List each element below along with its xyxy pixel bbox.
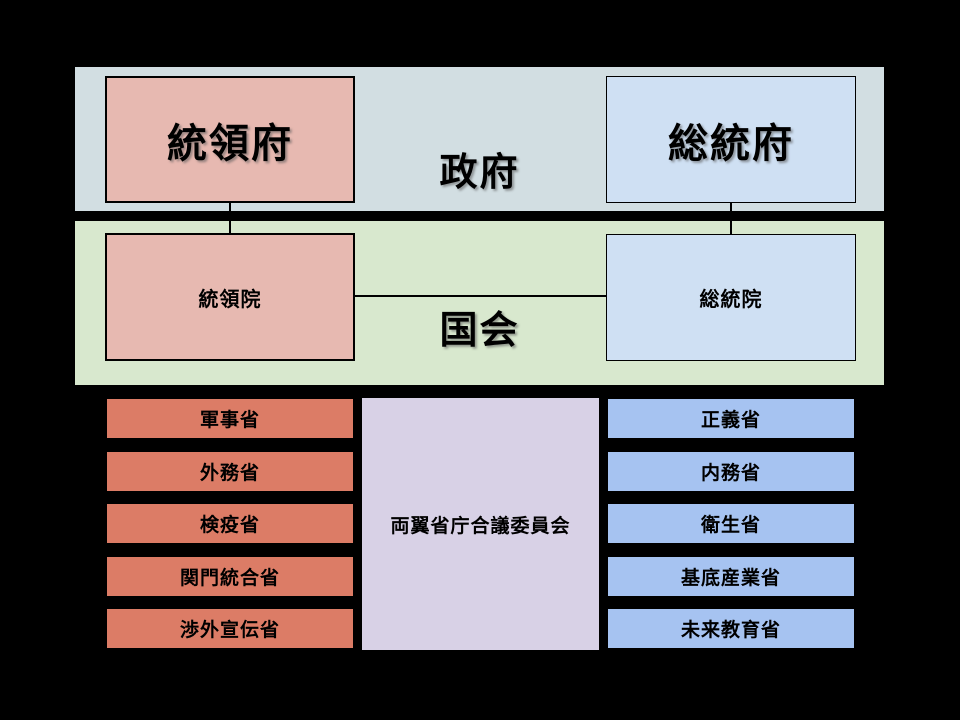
gov-left-office-label: 統領府: [167, 121, 293, 166]
ministry-left-3: 検疫省: [105, 502, 355, 545]
ministry-right-3-label: 衛生省: [700, 515, 761, 536]
joint-committee-label: 両翼省庁合議委員会: [390, 515, 571, 537]
gov-right-office-box: 総統府: [606, 76, 856, 203]
parliament-right-chamber-label: 総統院: [699, 289, 763, 311]
ministry-right-2-label: 内務省: [700, 463, 761, 484]
gov-left-office-box: 統領府: [105, 76, 355, 203]
connector-chambers-horizontal: [355, 295, 606, 297]
ministry-left-1-label: 軍事省: [199, 410, 260, 431]
ministry-left-3-label: 検疫省: [199, 515, 260, 536]
ministry-left-4: 関門統合省: [105, 555, 355, 598]
parliament-band-label: 国会: [439, 310, 520, 352]
parliament-left-chamber-label: 統領院: [198, 288, 262, 311]
ministry-left-5: 渉外宣伝省: [105, 607, 355, 650]
parliament-left-chamber-box: 統領院: [105, 233, 355, 361]
ministry-left-2: 外務省: [105, 450, 355, 493]
government-band-label: 政府: [439, 152, 520, 194]
ministry-right-5: 未来教育省: [606, 607, 856, 650]
ministry-right-4: 基底産業省: [606, 555, 856, 598]
ministry-right-3: 衛生省: [606, 502, 856, 545]
ministry-left-5-label: 渉外宣伝省: [179, 620, 280, 641]
joint-committee-box: 両翼省庁合議委員会: [362, 398, 599, 650]
ministry-right-1: 正義省: [606, 397, 856, 440]
ministry-left-4-label: 関門統合省: [179, 568, 280, 589]
ministry-right-4-label: 基底産業省: [680, 568, 781, 589]
ministry-right-1-label: 正義省: [700, 410, 761, 431]
gov-right-office-label: 総統府: [668, 121, 794, 166]
connector-left-vertical: [229, 200, 231, 236]
ministry-right-5-label: 未来教育省: [680, 620, 781, 641]
ministry-left-2-label: 外務省: [199, 463, 260, 484]
connector-right-vertical: [730, 200, 732, 236]
ministry-right-2: 内務省: [606, 450, 856, 493]
ministry-left-1: 軍事省: [105, 397, 355, 440]
parliament-right-chamber-box: 総統院: [606, 234, 856, 361]
